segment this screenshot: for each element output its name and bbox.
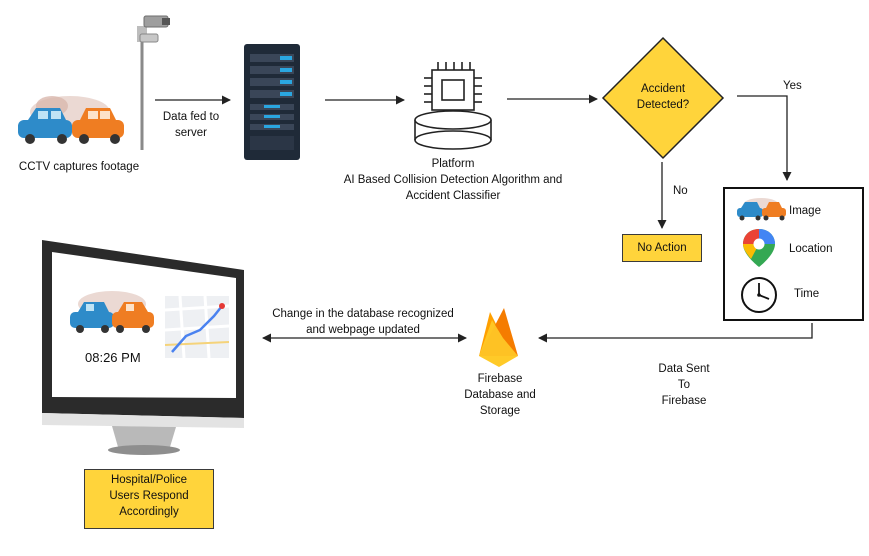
- data-sent-label: Data Sent To Firebase: [658, 361, 709, 409]
- data-fed-label: Data fed to server: [163, 109, 219, 141]
- data-panel: Image Location Time: [723, 187, 864, 321]
- panel-image-label: Image: [789, 205, 821, 217]
- decision-label: Accident Detected?: [637, 81, 689, 113]
- panel-icons: [737, 198, 786, 313]
- no-label: No: [673, 185, 688, 197]
- hospital-line-1: Hospital/Police: [110, 474, 188, 486]
- hospital-line-3: Accordingly: [119, 506, 179, 518]
- car-crash-icon: [18, 96, 124, 144]
- decision-diamond: [601, 36, 725, 160]
- firebase-line-1: Firebase: [477, 373, 523, 385]
- panel-time-label: Time: [794, 288, 820, 300]
- firebase-line-2: Database and: [464, 389, 536, 401]
- database-change-line-1: Change in the database recognized: [272, 308, 454, 320]
- no-action-box: No Action: [622, 234, 702, 262]
- hospital-line-2: Users Respond: [109, 490, 189, 502]
- google-maps-pin-icon: [743, 229, 775, 267]
- firebase-label: Firebase Database and Storage: [464, 371, 536, 419]
- panel-crash-icon: [737, 198, 786, 221]
- arrow-yes: [737, 95, 792, 181]
- platform-line-3: Accident Classifier: [405, 190, 501, 202]
- arrow-to-firebase: [538, 323, 813, 343]
- firebase-flame-icon: [479, 308, 518, 367]
- clock-icon: [741, 277, 777, 313]
- firebase-line-3: Storage: [479, 405, 521, 417]
- panel-location-label: Location: [789, 243, 833, 255]
- data-sent-line-2: To: [677, 379, 691, 391]
- database-change-line-2: and webpage updated: [306, 324, 420, 336]
- platform-line-2: AI Based Collision Detection Algorithm a…: [343, 174, 563, 186]
- decision-line-1: Accident: [640, 83, 686, 95]
- data-fed-line-2: server: [175, 127, 207, 139]
- data-sent-line-1: Data Sent: [658, 363, 710, 375]
- data-fed-line-1: Data fed to: [162, 111, 220, 123]
- cctv-label: CCTV captures footage: [18, 161, 140, 173]
- monitor-time-label: 08:26 PM: [85, 350, 141, 365]
- data-sent-line-3: Firebase: [661, 395, 707, 407]
- ai-chip-platform-icon: [414, 62, 492, 150]
- database-change-label: Change in the database recognized and we…: [272, 306, 454, 338]
- decision-line-2: Detected?: [636, 99, 690, 111]
- platform-label: Platform AI Based Collision Detection Al…: [344, 156, 563, 204]
- platform-line-1: Platform: [431, 158, 475, 170]
- yes-label: Yes: [783, 80, 802, 92]
- monitor-crash-icon: [70, 291, 154, 333]
- server-rack-icon: [244, 44, 300, 160]
- monitor-map-thumbnail: [164, 295, 230, 359]
- cctv-camera-icon: [137, 15, 170, 150]
- hospital-box: Hospital/Police Users Respond Accordingl…: [84, 469, 214, 529]
